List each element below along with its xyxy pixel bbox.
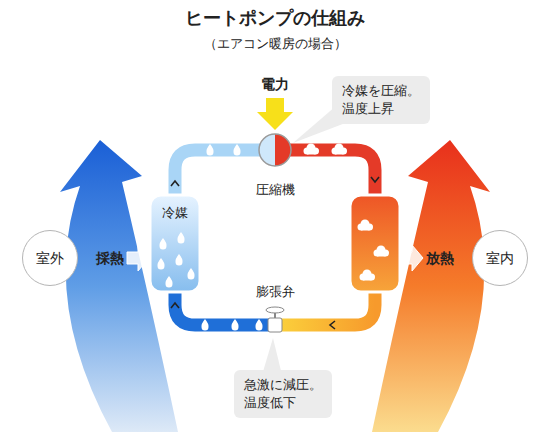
vapor-clouds xyxy=(304,144,390,281)
refrigerant-box: 冷媒 xyxy=(150,203,200,223)
callout-text: 急激に減圧。 温度低下 xyxy=(244,376,322,412)
node-label: 室内 xyxy=(486,250,514,267)
cloud xyxy=(304,144,320,155)
subtitle: （エアコン暖房の場合） xyxy=(204,36,347,53)
drop xyxy=(233,144,240,156)
outdoor-coil xyxy=(150,195,200,292)
compressor-label: 圧縮機 xyxy=(256,182,295,199)
power-label: 電力 xyxy=(261,75,289,93)
node-label: 室外 xyxy=(36,250,64,267)
drop xyxy=(255,319,262,331)
drop xyxy=(177,232,184,244)
callout-text: 冷媒を圧縮。 温度上昇 xyxy=(342,82,420,118)
flow-direction-marks xyxy=(171,177,379,329)
flow-chevron xyxy=(330,321,335,329)
flow-chevron xyxy=(171,181,179,186)
callout-bubble: 急激に減圧。 温度低下 xyxy=(234,370,332,418)
heat-out-arrow xyxy=(401,245,423,271)
indoor-circle: 室内 xyxy=(472,230,528,286)
cloud xyxy=(358,220,374,231)
drop xyxy=(201,319,208,331)
drop xyxy=(175,254,182,266)
drop xyxy=(231,319,238,331)
power-arrow xyxy=(257,98,293,130)
diagram-title: ヒートポンプの仕組み xyxy=(185,6,365,29)
valve-label: 膨張弁 xyxy=(256,284,295,301)
refrigerant-loop xyxy=(175,150,375,325)
drop xyxy=(159,238,166,250)
compressor-symbol xyxy=(259,134,291,166)
outdoor-circle: 室外 xyxy=(22,230,78,286)
drop xyxy=(165,276,172,288)
indoor-coil xyxy=(350,195,400,292)
expansion-valve-symbol xyxy=(266,307,284,332)
node-label: 冷媒 xyxy=(153,205,197,221)
flow-chevron xyxy=(171,303,179,308)
heat-release-label: 放熱 xyxy=(426,249,454,267)
drop xyxy=(206,144,213,156)
heat-in-arrow xyxy=(127,245,149,271)
drop xyxy=(187,268,194,280)
flow-chevron xyxy=(371,177,379,182)
heat-absorb-label: 採熱 xyxy=(96,249,124,267)
cloud xyxy=(374,246,390,257)
drop xyxy=(157,258,164,270)
callout-bubble: 冷媒を圧縮。 温度上昇 xyxy=(332,76,430,124)
cloud xyxy=(360,270,376,281)
refrigerant-drops xyxy=(157,144,262,331)
cloud xyxy=(332,144,348,155)
tube-outline xyxy=(175,150,375,325)
